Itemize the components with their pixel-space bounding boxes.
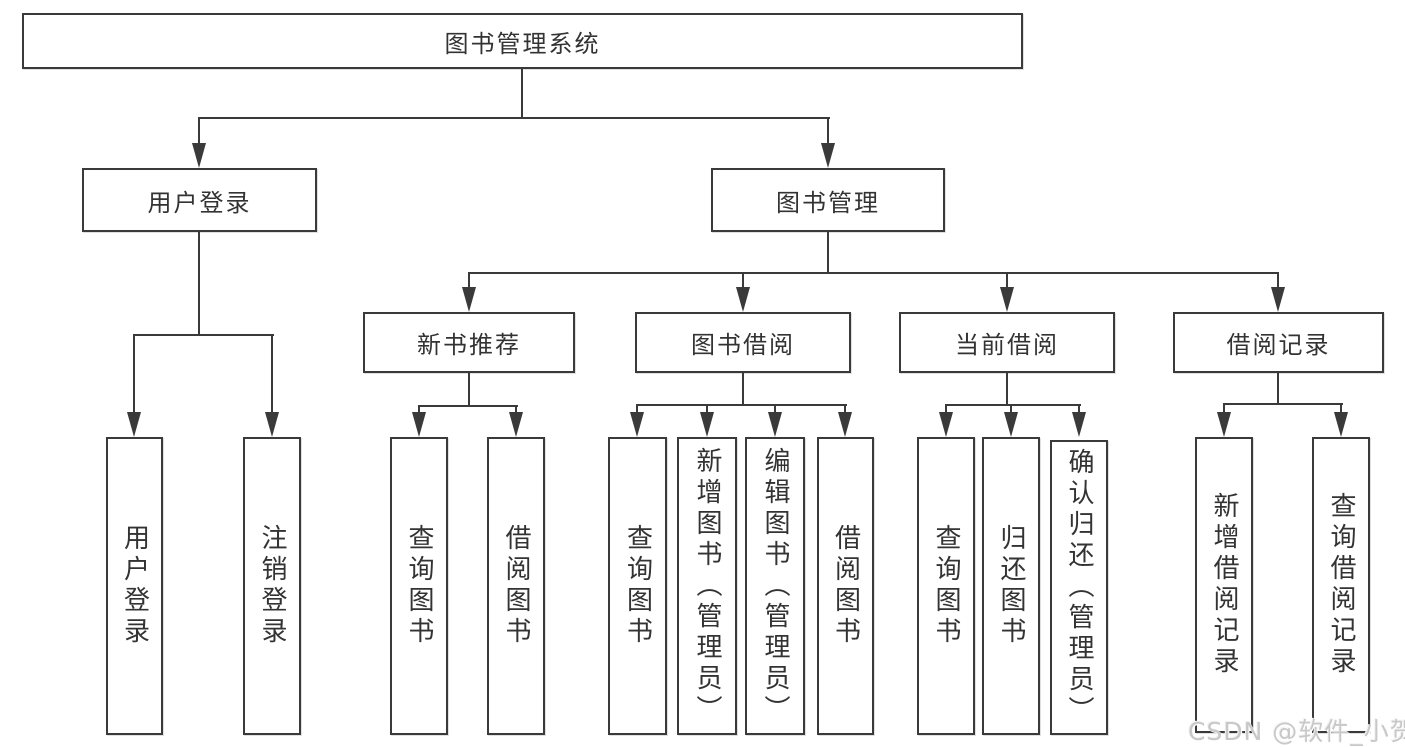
node-borrowing-records: 借阅记录 — [1173, 312, 1384, 373]
node-label: 用户登录 — [119, 524, 150, 648]
leaf-add-borrow-record: 新增借阅记录 — [1195, 437, 1253, 733]
connector-line — [1078, 404, 1080, 416]
node-book-borrowing: 图书借阅 — [635, 312, 851, 373]
connector-line — [1340, 403, 1342, 416]
leaf-edit-book-admin: 编辑图书（管理员） — [745, 437, 805, 735]
node-label: 借阅图书 — [501, 524, 531, 648]
connector-line — [1006, 373, 1008, 406]
down-arrow-icon — [462, 287, 476, 312]
connector-line — [636, 404, 638, 416]
down-arrow-icon — [265, 412, 279, 437]
leaf-user-login: 用户登录 — [106, 437, 163, 735]
node-label: 查询图书 — [931, 524, 961, 648]
node-label: 注销登录 — [257, 524, 287, 648]
down-arrow-icon — [1334, 412, 1348, 437]
connector-line — [515, 405, 517, 417]
leaf-query-books-current: 查询图书 — [917, 437, 975, 735]
node-label: 图书管理 — [776, 188, 880, 217]
connector-line — [271, 334, 273, 414]
down-arrow-icon — [736, 287, 750, 312]
watermark: CSDN @软件_小贺同学 — [1188, 717, 1405, 746]
leaf-logout: 注销登录 — [243, 437, 301, 735]
connector-line — [1277, 272, 1279, 289]
down-arrow-icon — [1004, 412, 1018, 437]
node-label: 确认归还（管理员） — [1064, 448, 1094, 727]
down-arrow-icon — [630, 412, 644, 437]
down-arrow-icon — [1000, 287, 1014, 312]
node-label: 图书借阅 — [691, 331, 795, 359]
connector-line — [742, 373, 744, 406]
down-arrow-icon — [768, 412, 782, 437]
connector-line — [1006, 272, 1008, 289]
node-label: 查询图书 — [404, 524, 434, 648]
down-arrow-icon — [412, 412, 426, 437]
connector-line — [133, 334, 274, 336]
leaf-confirm-return-admin: 确认归还（管理员） — [1050, 440, 1108, 735]
connector-line — [945, 404, 947, 416]
connector-line — [418, 405, 518, 407]
leaf-query-books-borrowing: 查询图书 — [608, 437, 667, 735]
leaf-add-book-admin: 新增图书（管理员） — [677, 437, 737, 735]
node-new-book-recommend: 新书推荐 — [363, 312, 575, 373]
leaf-return-book: 归还图书 — [982, 437, 1040, 735]
connector-line — [1010, 404, 1012, 416]
down-arrow-icon — [700, 412, 714, 437]
node-label: 新增图书（管理员） — [692, 446, 722, 726]
node-user-login: 用户登录 — [82, 168, 317, 232]
connector-line — [468, 272, 470, 289]
connector-line — [418, 405, 420, 417]
node-label: 新书推荐 — [417, 331, 521, 359]
connector-line — [468, 272, 1279, 274]
connector-line — [844, 404, 846, 416]
leaf-query-books-recommend: 查询图书 — [390, 437, 448, 735]
connector-line — [1277, 373, 1279, 405]
connector-line — [198, 117, 830, 119]
node-label: 用户登录 — [147, 188, 252, 217]
node-root: 图书管理系统 — [22, 13, 1023, 69]
leaf-query-borrow-record: 查询借阅记录 — [1312, 437, 1370, 733]
node-label: 归还图书 — [996, 524, 1026, 648]
connector-line — [827, 117, 829, 147]
down-arrow-icon — [1072, 412, 1086, 437]
connector-line — [133, 334, 135, 414]
connector-line — [198, 117, 200, 147]
down-arrow-icon — [1271, 287, 1285, 312]
node-label: 图书管理系统 — [444, 29, 601, 58]
down-arrow-icon — [192, 143, 206, 168]
node-label: 编辑图书（管理员） — [760, 446, 790, 726]
node-label: 查询图书 — [622, 524, 653, 648]
connector-line — [827, 232, 829, 274]
leaf-borrow-books-borrowing: 借阅图书 — [817, 437, 874, 735]
down-arrow-icon — [939, 412, 953, 437]
connector-line — [198, 232, 200, 336]
down-arrow-icon — [821, 143, 835, 168]
connector-line — [636, 404, 847, 406]
connector-line — [945, 404, 1081, 406]
node-label: 借阅图书 — [830, 524, 861, 648]
connector-line — [774, 404, 776, 416]
node-label: 查询借阅记录 — [1326, 492, 1356, 678]
connector-line — [742, 272, 744, 289]
connector-line — [1223, 403, 1225, 416]
down-arrow-icon — [838, 412, 852, 437]
node-current-borrowing: 当前借阅 — [899, 312, 1115, 373]
node-label: 当前借阅 — [955, 331, 1059, 359]
connector-line — [521, 69, 523, 119]
connector-line — [468, 373, 470, 407]
node-label: 借阅记录 — [1226, 331, 1331, 359]
leaf-borrow-books-recommend: 借阅图书 — [487, 437, 545, 735]
node-book-management: 图书管理 — [711, 168, 945, 232]
connector-line — [1223, 403, 1343, 405]
connector-line — [706, 404, 708, 416]
down-arrow-icon — [1217, 412, 1231, 437]
down-arrow-icon — [509, 412, 523, 437]
down-arrow-icon — [127, 412, 141, 437]
node-label: 新增借阅记录 — [1209, 492, 1239, 678]
